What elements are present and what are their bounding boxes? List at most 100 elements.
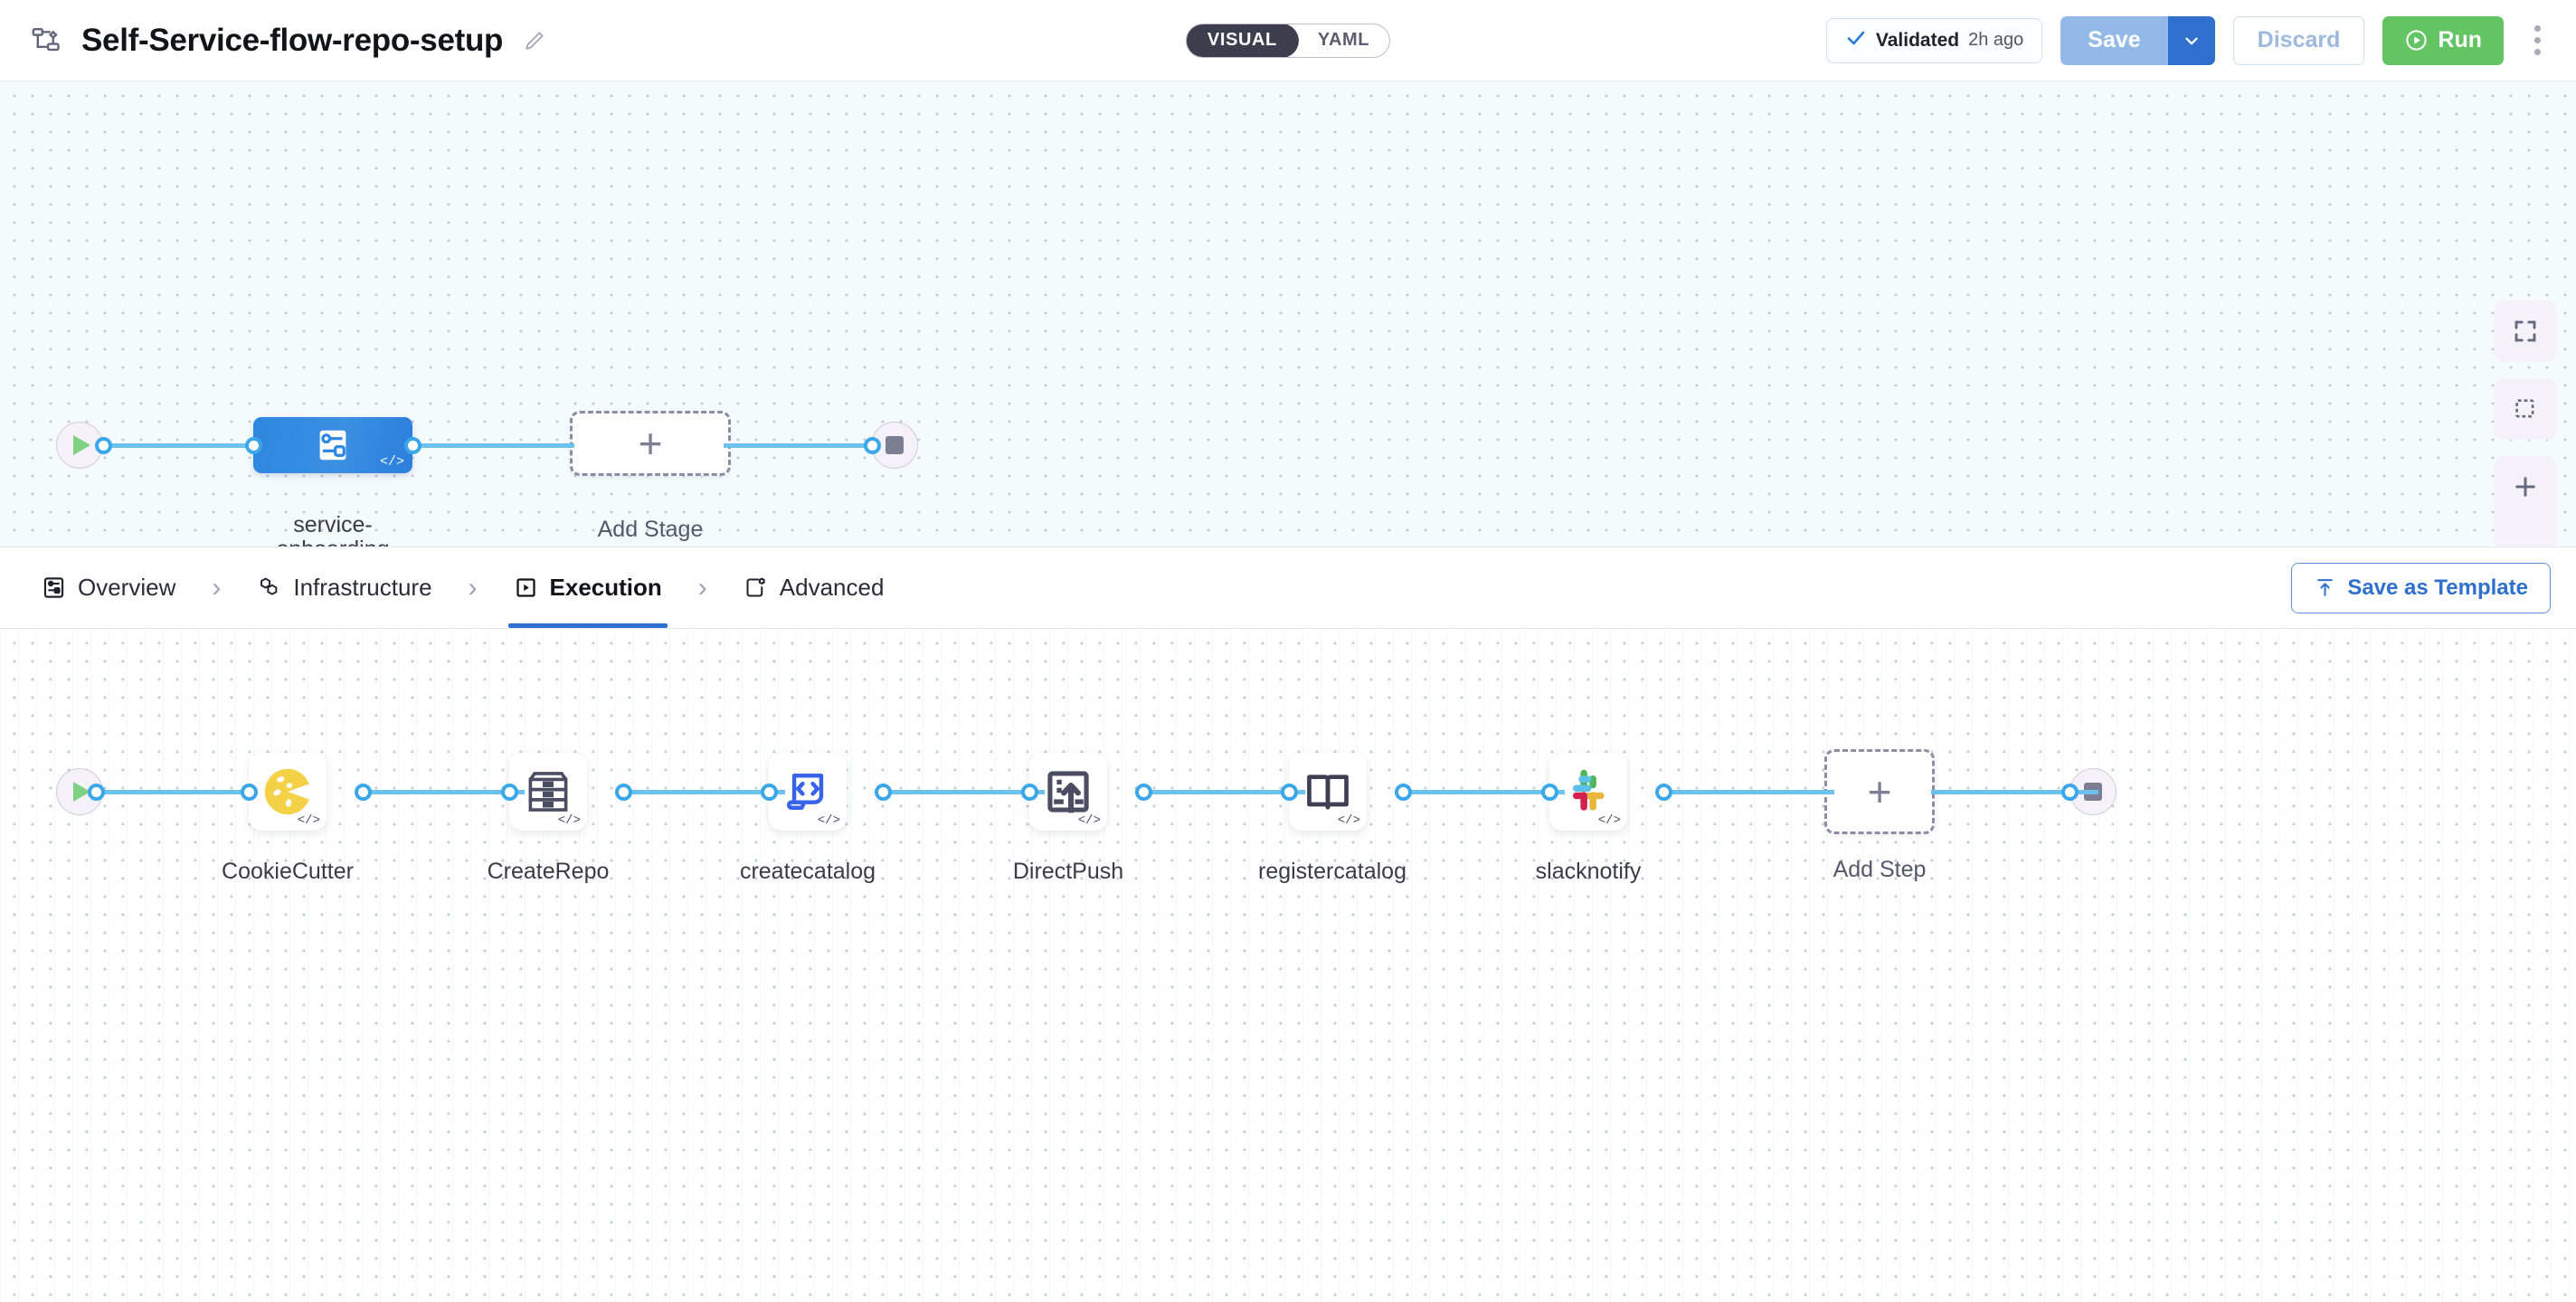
zoom-out-icon[interactable]: [2495, 518, 2556, 546]
add-stage-button[interactable]: +: [570, 411, 731, 476]
advanced-icon: [743, 575, 768, 600]
port-step-2-out[interactable]: [615, 784, 632, 801]
mode-yaml[interactable]: YAML: [1317, 30, 1370, 50]
edit-pencil-icon[interactable]: [519, 25, 550, 56]
save-as-template-button[interactable]: Save as Template: [2291, 562, 2551, 613]
port-stage-out[interactable]: [404, 437, 421, 454]
step-label-createcatalog: createcatalog: [739, 859, 876, 884]
app-header: Self-Service-flow-repo-setup VISUAL YAML…: [0, 0, 2576, 81]
tab-separator: ›: [212, 572, 222, 603]
tab-advanced[interactable]: Advanced: [738, 547, 890, 628]
exec-start-node[interactable]: [56, 768, 103, 815]
tab-separator: ›: [468, 572, 478, 603]
save-split-button[interactable]: Save: [2060, 15, 2215, 65]
cookie-icon: [260, 764, 316, 820]
zoom-controls: [2495, 456, 2556, 546]
selection-box-icon[interactable]: [2495, 378, 2556, 440]
step-label-createrepo: CreateRepo: [487, 859, 610, 884]
stage-canvas[interactable]: </> service- onboarding + Add Stage: [0, 81, 2576, 547]
plus-icon: +: [1867, 768, 1892, 815]
save-as-template-label: Save as Template: [2347, 575, 2528, 600]
tab-overview-label: Overview: [78, 574, 176, 601]
stage-node-label: service- onboarding: [276, 512, 389, 546]
pipeline-tabbar: Overview › Infrastructure › Execution ›: [0, 547, 2576, 629]
edge-step-5-to-6: [1402, 790, 1565, 794]
port-step-5-out[interactable]: [1395, 784, 1412, 801]
tab-separator: ›: [697, 572, 707, 603]
canvas-controls: [2495, 300, 2556, 546]
kebab-menu-icon[interactable]: [2522, 16, 2552, 65]
open-book-icon: [1302, 766, 1353, 817]
tabs: Overview › Infrastructure › Execution ›: [36, 547, 889, 628]
discard-button[interactable]: Discard: [2232, 15, 2365, 65]
tab-infrastructure[interactable]: Infrastructure: [251, 547, 437, 628]
fit-screen-icon[interactable]: [2495, 300, 2556, 362]
port-step-3-in[interactable]: [761, 784, 778, 801]
edge-step-3-to-4: [882, 790, 1045, 794]
edge-addstage-to-end: [724, 443, 877, 448]
tab-execution-label: Execution: [549, 574, 662, 601]
push-upload-icon: [1043, 766, 1094, 817]
view-mode-toggle[interactable]: VISUAL YAML: [1185, 23, 1391, 58]
step-node-directpush[interactable]: </>: [1029, 753, 1107, 831]
port-end-in[interactable]: [864, 437, 881, 454]
stage-node-service-onboarding[interactable]: </>: [253, 417, 412, 473]
add-step-button[interactable]: +: [1824, 749, 1935, 834]
add-step-label: Add Step: [1833, 857, 1927, 882]
code-badge: </>: [297, 813, 320, 828]
edge-start-to-stage: [99, 443, 253, 448]
plus-icon: +: [638, 420, 663, 467]
infrastructure-icon: [257, 575, 281, 600]
service-deployment-icon: [312, 424, 354, 466]
execution-canvas[interactable]: </> CookieCutter </> CreateRepo: [0, 629, 2576, 1302]
code-badge: </>: [1077, 813, 1101, 828]
header-actions: Validated 2h ago Save Discard Run: [1825, 15, 2552, 65]
drawer-archive-icon: [523, 766, 573, 817]
port-step-6-out[interactable]: [1655, 784, 1672, 801]
port-step-6-in[interactable]: [1541, 784, 1558, 801]
port-step-2-in[interactable]: [501, 784, 518, 801]
step-node-registercatalog[interactable]: </>: [1289, 753, 1367, 831]
pipeline-flow-icon: [27, 22, 65, 60]
port-step-1-out[interactable]: [355, 784, 372, 801]
code-badge: </>: [557, 813, 581, 828]
tab-overview[interactable]: Overview: [36, 547, 181, 628]
code-badge: </>: [1337, 813, 1360, 828]
add-stage-label: Add Stage: [597, 517, 704, 542]
code-laptop-icon: [782, 766, 833, 817]
edge-step-1-to-2: [362, 790, 525, 794]
overview-icon: [42, 575, 66, 600]
tab-execution[interactable]: Execution: [507, 547, 668, 628]
execution-icon: [514, 575, 538, 600]
code-badge: </>: [379, 454, 404, 470]
port-start-out[interactable]: [95, 437, 112, 454]
save-dropdown-chevron-down-icon[interactable]: [2167, 15, 2215, 65]
port-exec-start-out[interactable]: [88, 784, 105, 801]
step-node-cookiecutter[interactable]: </>: [249, 753, 327, 831]
step-label-registercatalog: registercatalog: [1258, 859, 1406, 884]
step-label-cookiecutter: CookieCutter: [222, 859, 354, 884]
edge-addstep-to-end: [1931, 790, 2098, 794]
validated-time: 2h ago: [1968, 30, 2024, 50]
port-step-5-in[interactable]: [1281, 784, 1298, 801]
mode-visual[interactable]: VISUAL: [1186, 24, 1299, 57]
save-button[interactable]: Save: [2060, 15, 2168, 65]
port-step-1-in[interactable]: [241, 784, 258, 801]
edge-stage-to-addstage: [412, 443, 574, 448]
save-template-icon: [2314, 576, 2336, 599]
port-step-4-out[interactable]: [1135, 784, 1152, 801]
edge-step-2-to-3: [622, 790, 785, 794]
run-label: Run: [2438, 27, 2482, 52]
edge-start-to-step-1: [95, 790, 258, 794]
port-step-3-out[interactable]: [875, 784, 892, 801]
zoom-in-icon[interactable]: [2495, 456, 2556, 518]
play-icon: [56, 768, 103, 815]
port-step-4-in[interactable]: [1021, 784, 1038, 801]
port-exec-end-in[interactable]: [2061, 784, 2079, 801]
port-stage-in[interactable]: [245, 437, 262, 454]
validated-label: Validated: [1875, 29, 1960, 51]
status-badge: Validated 2h ago: [1825, 17, 2043, 63]
step-label-slacknotify: slacknotify: [1535, 859, 1642, 884]
run-button[interactable]: Run: [2382, 15, 2504, 65]
check-icon: [1845, 27, 1867, 53]
